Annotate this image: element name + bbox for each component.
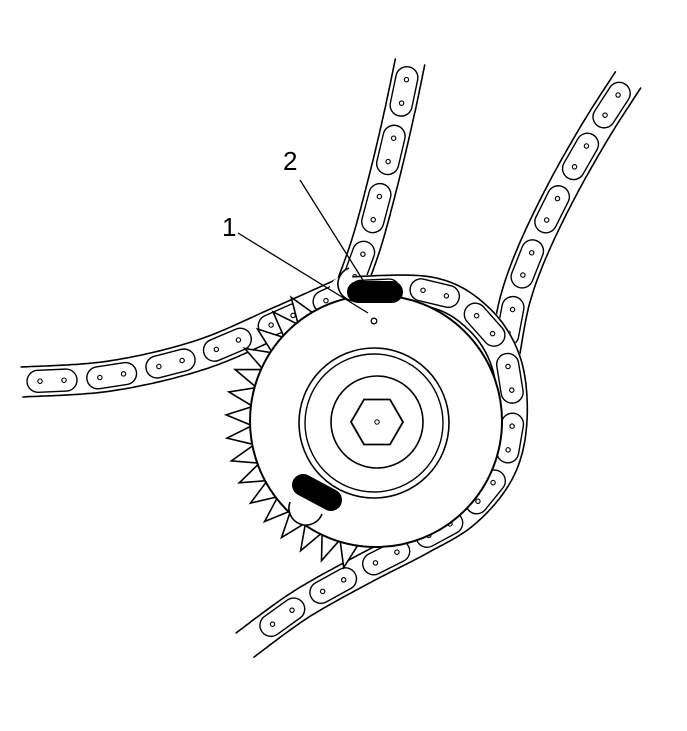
callout-1: 1 <box>222 212 369 314</box>
chain-link <box>361 182 392 234</box>
leader-line-1 <box>237 232 369 314</box>
chain-link <box>409 278 461 309</box>
chain-link <box>510 239 545 289</box>
chain-link <box>259 597 306 638</box>
chain-link <box>86 361 138 390</box>
chain-strand-upper-right <box>489 64 644 368</box>
chain-link <box>26 368 78 393</box>
chain-strand-upper-left <box>336 46 426 300</box>
chain-link <box>561 132 600 181</box>
chain-link <box>375 124 406 176</box>
chain-link <box>592 81 631 129</box>
bolt-center <box>374 419 380 425</box>
chain-link <box>463 302 506 347</box>
timing-dot <box>370 317 378 325</box>
leader-line-2 <box>299 179 367 286</box>
callout-2-label: 2 <box>283 146 297 176</box>
timing-mark-link <box>337 267 403 303</box>
cam-gear <box>249 294 503 548</box>
chain-link <box>145 348 196 379</box>
timing-chain <box>6 46 644 661</box>
callout-1-label: 1 <box>222 212 236 242</box>
chain-link <box>202 327 252 362</box>
chain-link <box>309 567 358 605</box>
chain-link <box>534 185 571 234</box>
callout-2: 2 <box>283 146 367 286</box>
chain-link <box>495 352 524 404</box>
sprocket-slot <box>288 474 342 526</box>
chain-link <box>389 65 419 117</box>
